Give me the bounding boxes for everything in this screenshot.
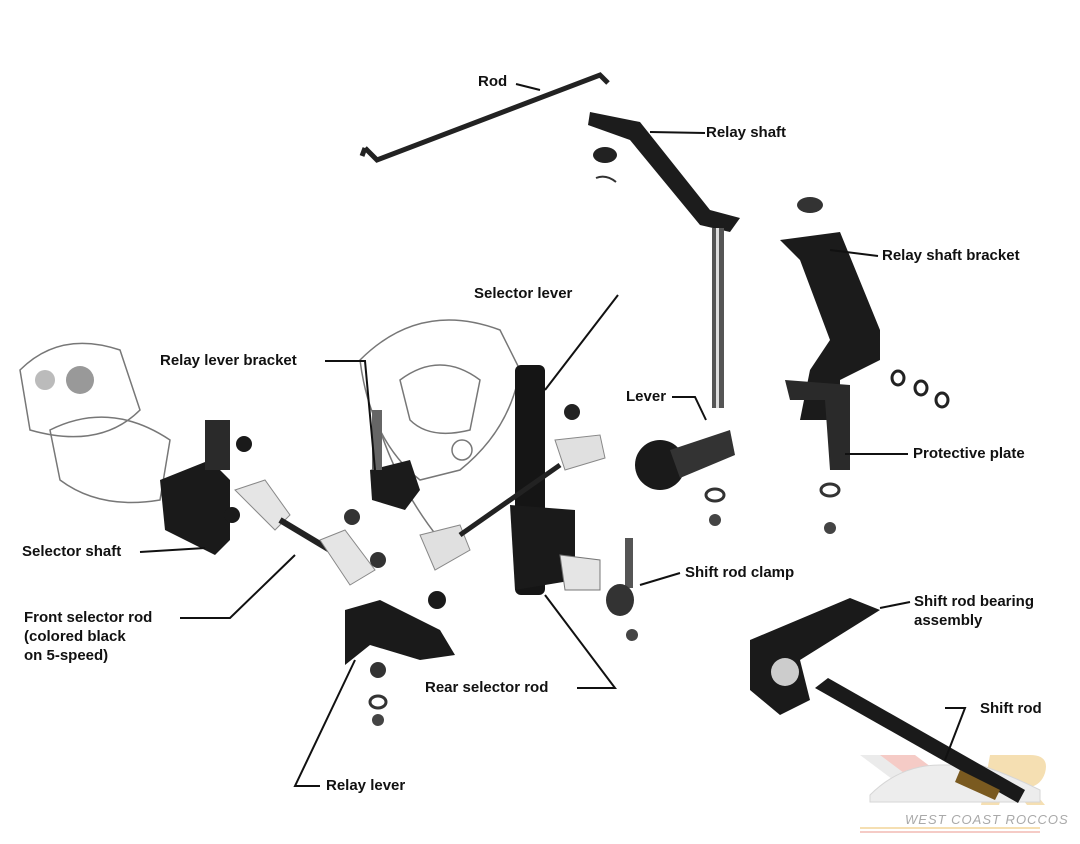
label-shift-rod-clamp: Shift rod clamp [685, 564, 795, 581]
rear-selector-rod-part [370, 434, 606, 571]
label-rear-selector-rod: Rear selector rod [425, 679, 549, 696]
shift-rod-bearing-part [750, 598, 880, 715]
label-selector-lever: Selector lever [474, 285, 573, 302]
label-rod: Rod [478, 73, 508, 90]
label-shift-rod: Shift rod [980, 700, 1042, 717]
leader-lines [139, 83, 967, 787]
label-protective-plate: Protective plate [913, 445, 1025, 462]
front-selector-rod-part [234, 479, 376, 586]
lever-part [635, 430, 735, 526]
relay-shaft-part [588, 112, 740, 408]
label-relay-lever: Relay lever [326, 777, 406, 794]
watermark-text: WEST COAST ROCCOS [905, 812, 1069, 827]
label-relay-shaft-bracket: Relay shaft bracket [882, 247, 1020, 264]
washers [890, 369, 950, 409]
label-shift-rod-bearing: Shift rod bearing assembly [914, 592, 1034, 630]
label-selector-shaft: Selector shaft [22, 543, 122, 560]
label-front-selector-rod-line1: Front selector rod [24, 609, 153, 626]
label-front-selector-rod: Front selector rod (colored black on 5-s… [24, 608, 152, 665]
transmission-housing [19, 319, 521, 541]
selector-lever-part [510, 365, 601, 595]
relay-lever-bracket-part [344, 410, 420, 525]
label-front-selector-rod-line3: on 5-speed) [24, 647, 109, 664]
label-relay-lever-bracket: Relay lever bracket [160, 352, 297, 369]
label-shift-rod-bearing-line1: Shift rod bearing [914, 593, 1034, 610]
label-relay-shaft: Relay shaft [706, 124, 787, 141]
label-shift-rod-bearing-line2: assembly [914, 612, 983, 629]
shift-rod-part [815, 678, 1025, 803]
label-lever: Lever [626, 388, 667, 405]
rod-part [359, 72, 610, 163]
selector-shaft-part [160, 420, 252, 555]
shift-rod-clamp-part [606, 538, 638, 641]
relay-shaft-bracket-part [780, 197, 880, 470]
relay-lever-part [345, 591, 455, 726]
label-front-selector-rod-line2: (colored black [24, 628, 126, 645]
